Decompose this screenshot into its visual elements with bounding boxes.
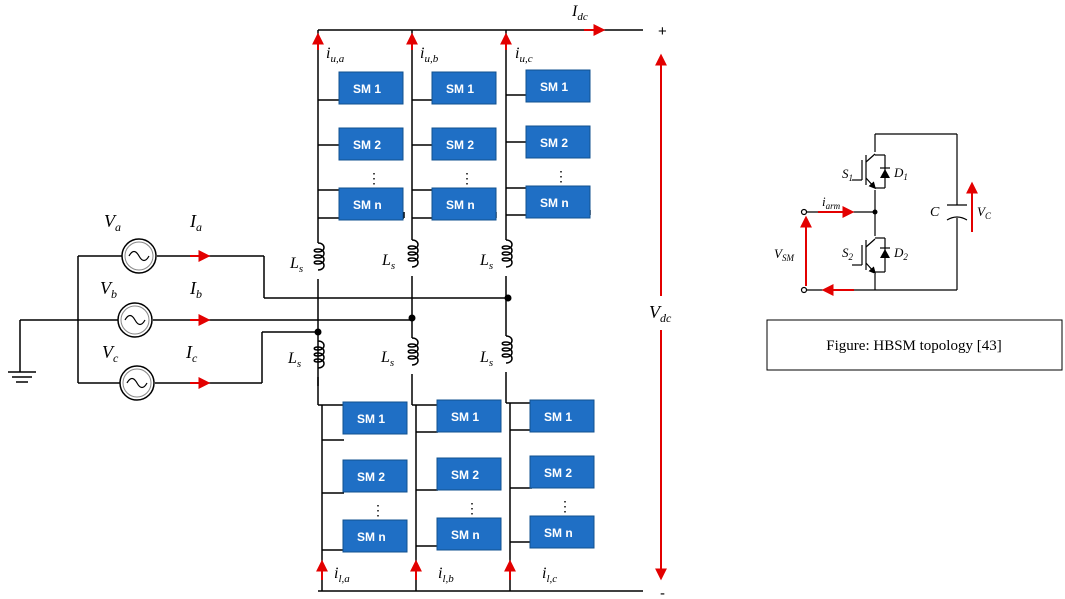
negative-terminal-label: -: [660, 585, 665, 599]
svg-text:SM n: SM n: [357, 530, 386, 544]
svg-text:SM n: SM n: [540, 196, 569, 210]
iarm-label: iarm: [822, 194, 841, 211]
idc-label: Idc: [571, 3, 588, 23]
ac-source-b: [117, 302, 153, 338]
ls-label-lower-b: Ls: [380, 349, 394, 369]
leg-b: [407, 30, 496, 591]
svg-text:SM n: SM n: [446, 198, 475, 212]
iuc-label: iu,c: [515, 45, 533, 65]
svg-text:SM 2: SM 2: [357, 470, 385, 484]
sm-lower-a-1: SM 1: [342, 401, 408, 435]
sm-upper-a-n: SM n: [338, 187, 404, 221]
svg-text:SM 1: SM 1: [451, 410, 479, 424]
sm-upper-a-1: SM 1: [338, 71, 404, 105]
sm-lower-a-2: SM 2: [342, 459, 408, 493]
node-c: [504, 294, 512, 302]
ac-source-a: [121, 238, 157, 274]
sm-upper-b-dots: ⋮: [460, 172, 474, 187]
svg-text:SM 2: SM 2: [353, 138, 381, 152]
svg-text:SM 1: SM 1: [544, 410, 572, 424]
positive-terminal-label: +: [658, 23, 667, 40]
svg-text:SM n: SM n: [353, 198, 382, 212]
d1-label: D1: [893, 165, 908, 182]
sm-upper-b-2: SM 2: [431, 127, 497, 161]
s2-label: S2: [842, 245, 854, 262]
sm-upper-c-dots: ⋮: [554, 170, 568, 185]
ila-label: il,a: [334, 565, 350, 585]
svg-text:SM 2: SM 2: [446, 138, 474, 152]
ic-label: Ic: [185, 342, 198, 365]
svg-text:SM n: SM n: [544, 526, 573, 540]
vb-label: Vb: [100, 278, 117, 301]
sm-lower-c-n: SM n: [529, 515, 595, 549]
ls-label-upper-b: Ls: [381, 252, 395, 272]
svg-text:SM 1: SM 1: [357, 412, 385, 426]
ilb-label: il,b: [438, 565, 454, 585]
sm-upper-c-1: SM 1: [525, 69, 591, 103]
ib-label: Ib: [189, 278, 202, 301]
ac-source-c: [119, 365, 155, 401]
sm-upper-b-n: SM n: [431, 187, 497, 221]
ls-label-lower-a: Ls: [287, 350, 301, 370]
ls-label-upper-c: Ls: [479, 252, 493, 272]
sm-upper-c-n: SM n: [525, 185, 591, 219]
svg-text:SM 2: SM 2: [544, 466, 572, 480]
sm-lower-b-2: SM 2: [436, 457, 502, 491]
svg-text:SM 2: SM 2: [540, 136, 568, 150]
vc-cap-label: VC: [977, 204, 992, 221]
hbsm-caption: Figure: HBSM topology [43]: [826, 338, 1001, 354]
svg-text:SM n: SM n: [451, 528, 480, 542]
svg-text:SM 1: SM 1: [353, 82, 381, 96]
ilc-label: il,c: [542, 565, 557, 585]
s1-label: S1: [842, 166, 853, 183]
ls-label-upper-a: Ls: [289, 255, 303, 275]
sm-upper-a-2: SM 2: [338, 127, 404, 161]
vdc-label: Vdc: [649, 302, 672, 325]
leg-c: [501, 30, 591, 591]
node-a: [314, 328, 322, 336]
sm-lower-a-n: SM n: [342, 519, 408, 553]
va-label: Va: [104, 211, 121, 234]
caption-box: [766, 319, 1063, 371]
sm-lower-b-n: SM n: [436, 517, 502, 551]
node-b: [408, 314, 416, 322]
sm-lower-c-1: SM 1: [529, 399, 595, 433]
ls-label-lower-c: Ls: [479, 349, 493, 369]
sm-upper-b-1: SM 1: [431, 71, 497, 105]
sm-upper-c-2: SM 2: [525, 125, 591, 159]
capacitor-label: C: [930, 205, 940, 220]
svg-text:SM 1: SM 1: [446, 82, 474, 96]
hbsm-diagram: [800, 133, 968, 294]
vc-label: Vc: [102, 342, 119, 365]
sm-lower-b-dots: ⋮: [465, 502, 479, 517]
ac-source-wiring: [8, 255, 508, 384]
d2-label: D2: [893, 245, 908, 262]
sm-lower-c-dots: ⋮: [558, 500, 572, 515]
ia-label: Ia: [189, 211, 202, 234]
leg-a: [313, 30, 404, 591]
sm-lower-c-2: SM 2: [529, 455, 595, 489]
svg-text:SM 2: SM 2: [451, 468, 479, 482]
sm-lower-a-dots: ⋮: [371, 504, 385, 519]
sm-lower-b-1: SM 1: [436, 399, 502, 433]
sm-upper-a-dots: ⋮: [367, 172, 381, 187]
vsm-label: VSM: [774, 246, 794, 263]
iua-label: iu,a: [326, 45, 345, 65]
iub-label: iu,b: [420, 45, 439, 65]
svg-text:SM 1: SM 1: [540, 80, 568, 94]
